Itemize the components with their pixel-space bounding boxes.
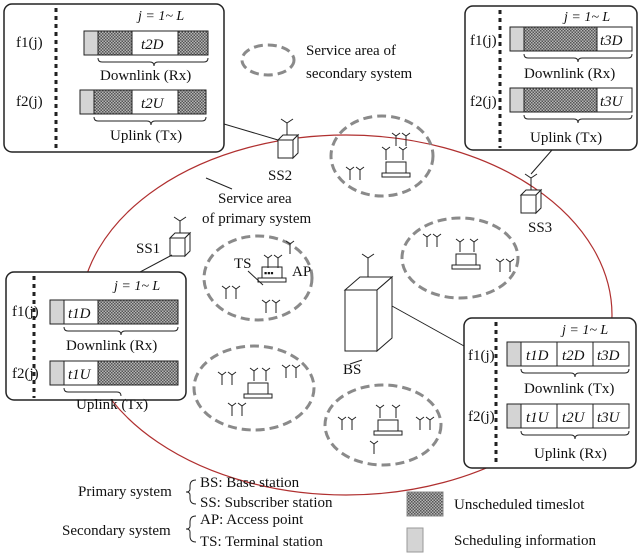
bs-downlink-slot-3-label: t3D: [597, 348, 620, 364]
secondary-area-legend-symbol: [240, 43, 296, 77]
bs-downlink-sched: [506, 341, 522, 367]
bs-uplink-slot-3: [592, 403, 630, 429]
bs-downlink-label: Downlink (Tx): [524, 381, 614, 397]
bs-label: BS: [343, 362, 361, 378]
bs-uplink-slot-1: [520, 403, 558, 429]
base-station: [343, 253, 394, 353]
ss2-timeslot-box: j = 1~ L f1(j) t2D Downlink (Rx) f2(j) t…: [3, 3, 225, 153]
ss1-box-header: j = 1~ L: [112, 279, 160, 294]
ss3-f2-label: f2(j): [470, 94, 497, 110]
ss2-downlink-label: Downlink (Rx): [100, 68, 191, 84]
ss1-downlink-slot-label: t1D: [68, 306, 91, 322]
ss1-f1-label: f1(j): [12, 304, 39, 320]
bs-f2-label: f2(j): [468, 409, 495, 425]
ss1-uplink-slot: [63, 360, 99, 386]
ss3-downlink-slot-label: t3D: [600, 33, 623, 49]
bs-uplink-slot-3-label: t3U: [597, 410, 621, 426]
unscheduled-swatch: [406, 491, 444, 517]
ss2-node: [276, 118, 300, 160]
ss3-node: [519, 173, 543, 215]
ss3-f1-label: f1(j): [470, 33, 497, 49]
ss3-downlink-label: Downlink (Rx): [524, 66, 615, 82]
ss3-uplink-slot-label: t3U: [600, 94, 624, 110]
ss2-label: SS2: [268, 168, 292, 184]
bs-downlink-slot-2-label: t2D: [562, 348, 585, 364]
ss1-label: SS1: [136, 241, 160, 257]
ss2-uplink-slot: [131, 89, 179, 115]
ss1-node: [168, 216, 192, 258]
ap-label: AP: [292, 264, 311, 280]
system-legend: Primary system BS: Base station SS: Subs…: [62, 475, 597, 553]
bs-uplink-sched: [506, 403, 522, 429]
bs-downlink-slot-3: [592, 341, 630, 367]
ss1-uplink-label: Uplink (Tx): [76, 397, 148, 413]
ss1-downlink-slot: [63, 299, 99, 325]
secondary-area-5: [323, 383, 443, 467]
secondary-area-legend-line2: secondary system: [306, 66, 413, 82]
ss2-f1-label: f1(j): [16, 35, 43, 51]
secondary-area-3: [400, 216, 520, 300]
ss3-downlink-slot: [596, 26, 633, 52]
ss3-label: SS3: [528, 220, 552, 236]
ss2-f2-label: f2(j): [16, 94, 43, 110]
bs-downlink-slot-1: [520, 341, 558, 367]
svg-text:▪▪▪: ▪▪▪: [264, 268, 274, 278]
ss2-box-header: j = 1~ L: [136, 9, 184, 24]
bs-uplink-label: Uplink (Rx): [534, 446, 607, 462]
ss2-downlink-sched: [83, 30, 99, 56]
ss3-uplink-slot: [596, 87, 633, 113]
secondary-area-4: [192, 344, 316, 432]
primary-system-label: Primary system: [78, 484, 172, 500]
bs-box-header: j = 1~ L: [560, 323, 608, 338]
unscheduled-label: Unscheduled timeslot: [454, 497, 585, 513]
ss1-downlink-sched: [49, 299, 65, 325]
secondary-area-1: ▪▪▪ TS AP: [202, 234, 314, 322]
scheduling-label: Scheduling information: [454, 533, 597, 549]
ss3-downlink-sched: [509, 26, 525, 52]
primary-area-label-2: of primary system: [202, 211, 311, 227]
ss3-box-header: j = 1~ L: [562, 10, 610, 25]
ss1-f2-label: f2(j): [12, 366, 39, 382]
bs-uplink-slot-1-label: t1U: [526, 410, 550, 426]
bs-f1-label: f1(j): [468, 348, 495, 364]
secondary-system-label: Secondary system: [62, 523, 171, 539]
ap-icon: ▪▪▪: [257, 254, 287, 283]
ss1-uplink-sched: [49, 360, 65, 386]
ts-label: TS: [234, 256, 252, 272]
primary-area-label-1: Service area: [218, 191, 292, 207]
ts-definition: TS: Terminal station: [200, 534, 323, 550]
ss3-uplink-label: Uplink (Tx): [530, 130, 602, 146]
ss-definition: SS: Subscriber station: [200, 495, 333, 511]
scheduling-swatch: [406, 527, 424, 553]
bs-downlink-slot-1-label: t1D: [526, 348, 549, 364]
ss3-uplink-sched: [509, 87, 525, 113]
ss3-timeslot-box: j = 1~ L f1(j) t3D Downlink (Rx) f2(j) t…: [464, 5, 638, 151]
secondary-area-legend-line1: Service area of: [306, 43, 396, 59]
ss2-downlink-slot-label: t2D: [141, 37, 164, 53]
ss2-uplink-sched: [79, 89, 95, 115]
ss2-downlink-slot: [131, 30, 179, 56]
bs-uplink-slot-2-label: t2U: [562, 410, 586, 426]
ss1-timeslot-box: j = 1~ L f1(j) t1D Downlink (Rx) f2(j) t…: [5, 271, 187, 413]
secondary-area-2: [329, 114, 435, 198]
ss2-uplink-label: Uplink (Tx): [110, 128, 182, 144]
ap-definition: AP: Access point: [200, 512, 304, 528]
bs-timeslot-box: j = 1~ L f1(j) t1D t2D t3D Downlink (Tx)…: [463, 317, 637, 469]
ss1-downlink-label: Downlink (Rx): [66, 338, 157, 354]
ss1-uplink-slot-label: t1U: [68, 367, 92, 383]
bs-definition: BS: Base station: [200, 475, 300, 491]
ss2-uplink-slot-label: t2U: [141, 96, 165, 112]
